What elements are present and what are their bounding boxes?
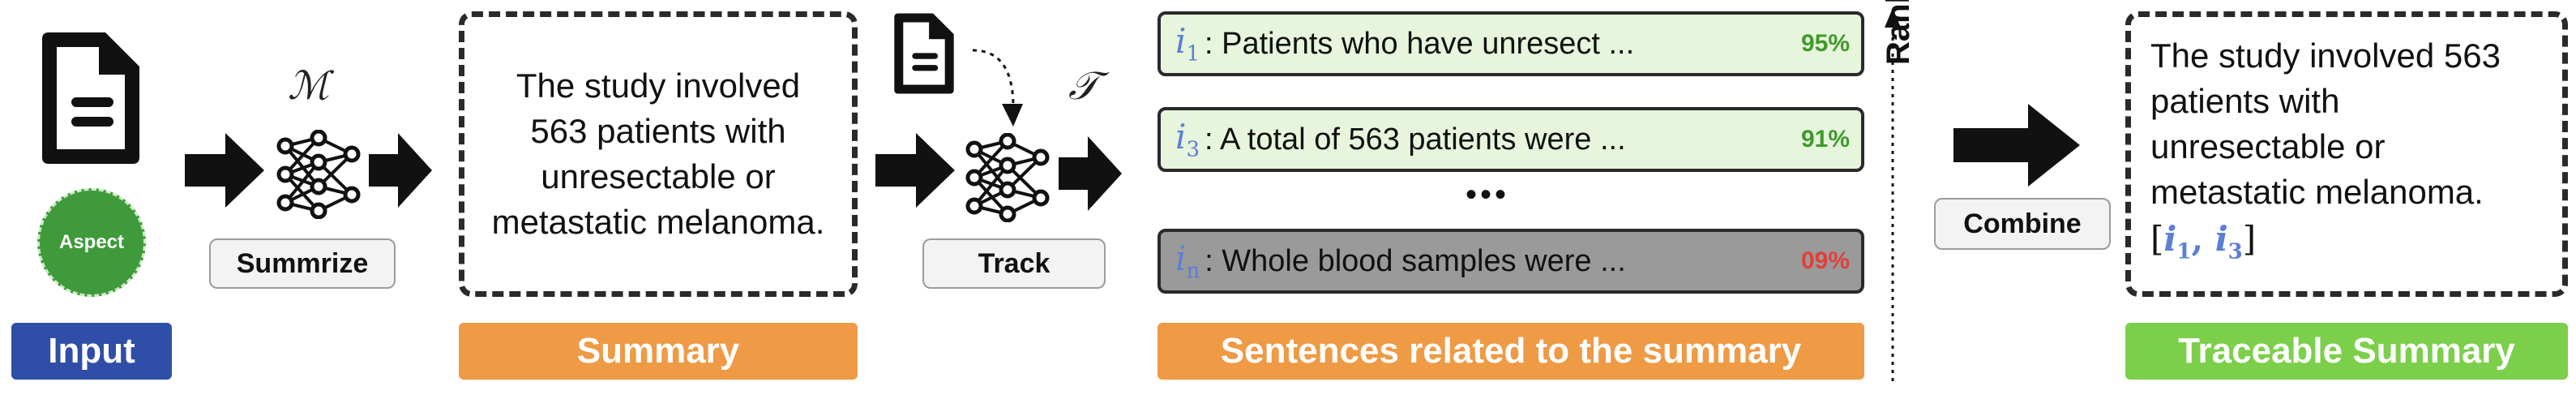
document-icon: [42, 32, 139, 164]
summarize-button[interactable]: Summrize: [209, 238, 396, 289]
traceable-line: unresectable or: [2150, 127, 2386, 165]
traceable-summary-tag: Traceable Summary: [2125, 323, 2568, 380]
relevance-score: 09%: [1800, 247, 1850, 274]
sentence-row-irrelevant: in : Whole blood samples were ... 09%: [1157, 229, 1864, 294]
neural-network-icon: [965, 133, 1050, 222]
citation: [i1, i3]: [2150, 215, 2562, 276]
dotted-arrow-icon: [972, 49, 1023, 127]
rank-label: Rank: [1881, 0, 1916, 65]
sentences-tag: Sentences related to the summary: [1157, 323, 1864, 380]
traceable-line: patients with: [2150, 82, 2340, 120]
sentence-index: i1: [1175, 21, 1200, 67]
sentence-row-relevant: i1 : Patients who have unresect ... 95%: [1157, 11, 1864, 76]
traceable-summary-tag-label: Traceable Summary: [2178, 331, 2515, 371]
track-button-label: Track: [978, 247, 1051, 279]
arrow-right-icon: [369, 133, 432, 208]
model-t-symbol: 𝒯: [1068, 63, 1098, 109]
sentences-tag-label: Sentences related to the summary: [1220, 331, 1802, 371]
sentence-row-relevant: i3 : A total of 563 patients were ... 91…: [1157, 107, 1864, 172]
model-m-symbol: ℳ: [288, 63, 330, 109]
citation-separator: ,: [2191, 219, 2215, 259]
summary-line: 563 patients with: [530, 112, 786, 150]
rank-axis-arrow: [1885, 8, 1901, 381]
citation-index: i3: [2214, 219, 2243, 264]
sentence-text: : A total of 563 patients were ...: [1204, 122, 1626, 157]
neural-network-icon: [276, 130, 361, 219]
arrow-right-icon: [185, 133, 264, 208]
sentence-index: i3: [1175, 117, 1200, 162]
document-icon: [894, 13, 954, 94]
relevance-score: 95%: [1800, 30, 1850, 57]
summarize-button-label: Summrize: [236, 247, 369, 279]
combine-button-label: Combine: [1963, 208, 2082, 239]
sentence-index: in: [1175, 238, 1200, 284]
input-tag: Input: [11, 323, 172, 380]
traceable-summary-box: The study involved 563 patients with unr…: [2125, 11, 2568, 297]
ellipsis: •••: [1466, 177, 1510, 213]
arrow-right-icon: [1953, 104, 2080, 187]
sentence-text: : Whole blood samples were ...: [1205, 243, 1626, 278]
citation-bracket: [: [2150, 219, 2164, 259]
summary-line: unresectable or: [541, 157, 776, 195]
traceable-line: The study involved 563: [2150, 36, 2501, 75]
relevance-score: 91%: [1800, 126, 1850, 152]
traceable-line: metastatic melanoma.: [2150, 173, 2484, 211]
aspect-label: Aspect: [58, 231, 125, 253]
sentence-text: : Patients who have unresect ...: [1204, 26, 1635, 61]
arrow-right-icon: [1059, 136, 1122, 211]
track-button[interactable]: Track: [922, 238, 1106, 289]
summary-tag: Summary: [459, 323, 858, 380]
summary-tag-label: Summary: [576, 331, 740, 371]
combine-button[interactable]: Combine: [1934, 198, 2111, 250]
citation-index: i1: [2163, 219, 2192, 264]
citation-bracket: ]: [2242, 219, 2257, 259]
aspect-circle: Aspect: [37, 188, 146, 297]
arrow-right-icon: [875, 133, 955, 208]
summary-box: The study involved 563 patients with unr…: [459, 11, 858, 297]
summary-line: metastatic melanoma.: [491, 203, 825, 241]
input-tag-label: Input: [48, 331, 135, 371]
summary-line: The study involved: [516, 67, 801, 105]
